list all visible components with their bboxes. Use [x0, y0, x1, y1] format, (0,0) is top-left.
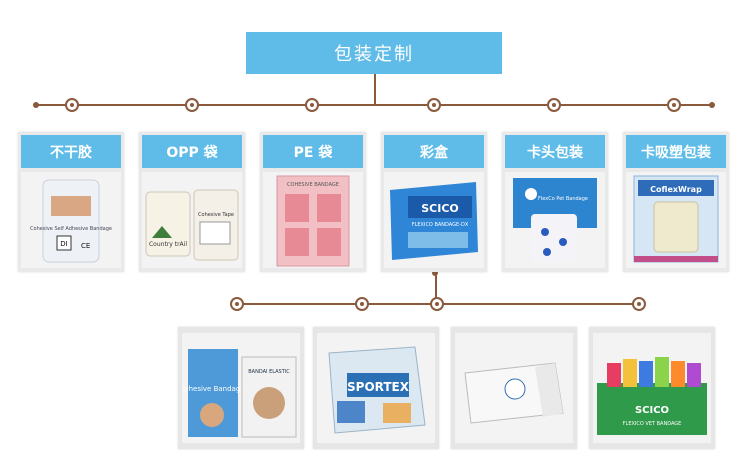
- display-box-icon: SCICO FLEXICO VET BANDAGE: [593, 333, 711, 443]
- card-label: 不干胶: [21, 135, 121, 168]
- svg-text:FlexCo Pet Bandage: FlexCo Pet Bandage: [538, 196, 588, 202]
- node-b2: [355, 297, 369, 311]
- svg-text:SPORTEX: SPORTEX: [347, 380, 410, 394]
- clear-box-icon: SPORTEX: [317, 333, 435, 443]
- card-sticker[interactable]: 不干胶 Cohesive Self Adhesive Bandage DI CE: [18, 132, 124, 272]
- svg-text:FLEXICO VET BANDAGE: FLEXICO VET BANDAGE: [623, 421, 682, 427]
- card-color-box[interactable]: 彩盒 SCICO FLEXICO BANDAGE-DX: [381, 132, 487, 272]
- svg-text:SCICO: SCICO: [635, 405, 669, 416]
- bottom-connector: [435, 272, 437, 304]
- svg-text:Country trAil: Country trAil: [149, 241, 187, 248]
- node-b3: [430, 297, 444, 311]
- svg-text:Cohesive Tape: Cohesive Tape: [198, 212, 234, 218]
- svg-text:Cohesive Self Adhesive Bandage: Cohesive Self Adhesive Bandage: [30, 226, 112, 232]
- bottom-card-1[interactable]: Cohesive Bandage BANDAI ELASTIC: [178, 327, 304, 449]
- color-box-icon: SCICO FLEXICO BANDAGE-DX: [384, 172, 484, 268]
- card-opp[interactable]: OPP 袋 Country trAil Cohesive Tape: [139, 132, 245, 272]
- roll-label-icon: Cohesive Self Adhesive Bandage DI CE: [21, 172, 121, 268]
- top-line-end-left: [33, 102, 39, 108]
- bottom-card-3[interactable]: [451, 327, 577, 449]
- card-label: OPP 袋: [142, 135, 242, 168]
- node-2: [185, 98, 199, 112]
- card-blister[interactable]: 卡吸塑包装 CoflexWrap: [623, 132, 729, 272]
- card-header-card[interactable]: 卡头包装 FlexCo Pet Bandage: [502, 132, 608, 272]
- node-4: [427, 98, 441, 112]
- bottom-connector-end: [432, 270, 438, 276]
- svg-text:CoflexWrap: CoflexWrap: [650, 185, 702, 194]
- top-connector-line: [36, 104, 712, 106]
- svg-text:BANDAI ELASTIC: BANDAI ELASTIC: [248, 369, 290, 375]
- title-connector: [374, 74, 376, 104]
- svg-text:Cohesive Bandage: Cohesive Bandage: [182, 385, 245, 393]
- svg-text:FLEXICO BANDAGE-DX: FLEXICO BANDAGE-DX: [412, 222, 469, 228]
- svg-text:CE: CE: [81, 242, 90, 250]
- page-title: 包装定制: [246, 32, 502, 74]
- header-card-icon: FlexCo Pet Bandage: [505, 172, 605, 268]
- bottom-card-2[interactable]: SPORTEX: [313, 327, 439, 449]
- card-label: PE 袋: [263, 135, 363, 168]
- node-b4: [632, 297, 646, 311]
- svg-text:DI: DI: [60, 240, 67, 248]
- node-5: [547, 98, 561, 112]
- opp-bag-icon: Country trAil Cohesive Tape: [142, 172, 242, 268]
- card-label: 卡吸塑包装: [626, 135, 726, 168]
- blister-card-icon: CoflexWrap: [626, 172, 726, 268]
- card-pe[interactable]: PE 袋 COHESIVE BANDAGE: [260, 132, 366, 272]
- pe-bag-icon: COHESIVE BANDAGE: [263, 172, 363, 268]
- node-6: [667, 98, 681, 112]
- svg-text:COHESIVE BANDAGE: COHESIVE BANDAGE: [287, 182, 339, 188]
- bandage-boxes-icon: Cohesive Bandage BANDAI ELASTIC: [182, 333, 300, 443]
- card-label: 卡头包装: [505, 135, 605, 168]
- top-line-end-right: [709, 102, 715, 108]
- node-3: [305, 98, 319, 112]
- card-label: 彩盒: [384, 135, 484, 168]
- bottom-card-4[interactable]: SCICO FLEXICO VET BANDAGE: [589, 327, 715, 449]
- node-b1: [230, 297, 244, 311]
- svg-text:SCICO: SCICO: [421, 202, 459, 215]
- white-box-icon: [455, 333, 573, 443]
- node-1: [65, 98, 79, 112]
